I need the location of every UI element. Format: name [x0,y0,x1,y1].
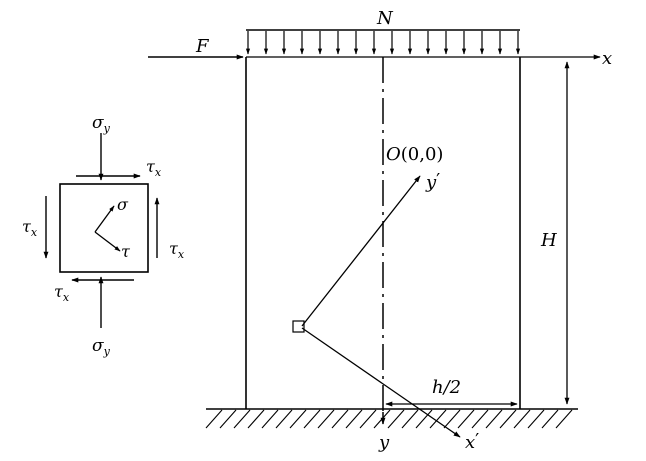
hatch-line [247,409,265,429]
tau-x-top-label: τx [146,157,162,179]
hatch-line [261,409,279,429]
hatch-line [387,409,405,429]
hatch-line [555,409,573,429]
load-n-label: N [376,8,394,29]
hatch-line [359,409,377,429]
hatch-line [233,409,251,429]
hatch-line [527,409,545,429]
tau-x-right-label: τx [169,239,185,261]
x-axis-label: x [602,48,612,69]
tau-x-bottom-label: τx [54,282,70,304]
force-f-label: F [195,36,210,57]
inner-sigma-label: σ [117,195,129,214]
hatch-line [541,409,559,429]
hatch-line [289,409,307,429]
inner-sigma-arrow [94,205,115,233]
sigma-y-top-label: σy [92,113,111,135]
y-prime-axis [301,175,421,327]
height-label: H [540,230,557,251]
load-n-arrows [245,31,521,55]
hatch-line [317,409,335,429]
half-width-label: h/2 [432,377,461,398]
x-prime-axis [301,327,461,438]
tau-x-left-label: τx [22,217,38,239]
hatch-line [471,409,489,429]
inner-tau-arrow [94,231,121,252]
hatch-line [513,409,531,429]
y-prime-label: y′ [425,170,440,193]
hatch-line [457,409,475,429]
ground-hatching [205,409,573,429]
hatch-line [401,409,419,429]
element-square [59,183,149,273]
sigma-y-bottom-label: σy [92,336,111,358]
wall: N F x y O(0,0) y′ x′ H h/2 [148,8,612,453]
inner-tau-label: τ [121,242,131,261]
hatch-line [443,409,461,429]
hatch-line [415,409,433,429]
hatch-line [275,409,293,429]
hatch-line [429,409,447,429]
hatch-line [331,409,349,429]
hatch-line [485,409,503,429]
hatch-line [345,409,363,429]
hatch-line [219,409,237,429]
hatch-line [499,409,517,429]
origin-label: O(0,0) [386,144,443,165]
hatch-line [373,409,391,429]
x-prime-label: x′ [465,430,479,453]
y-axis-label: y [378,432,390,453]
stress-element: σy σy τx τx τx τx σ τ [22,113,185,358]
material-point-square [292,320,305,333]
hatch-line [303,409,321,429]
hatch-line [205,409,223,429]
